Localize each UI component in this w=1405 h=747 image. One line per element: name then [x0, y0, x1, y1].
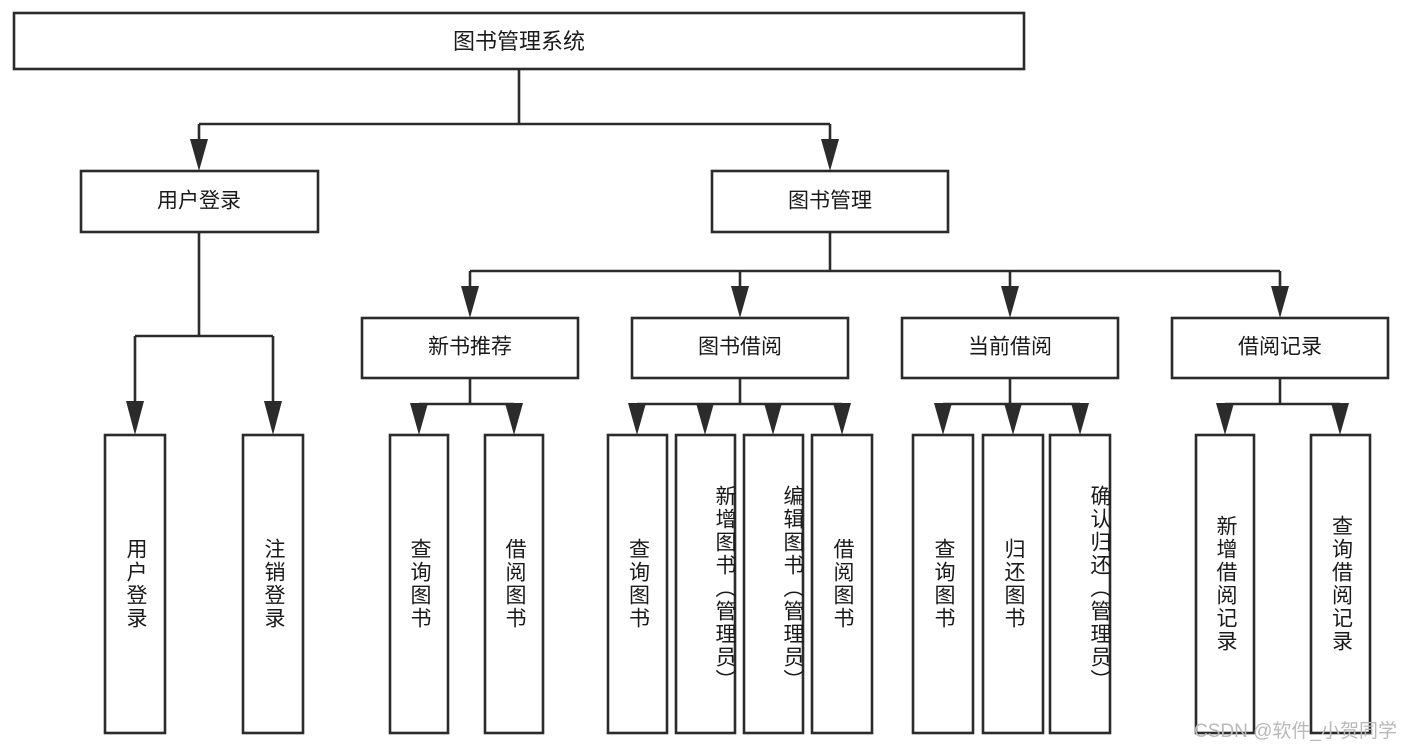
node-book-borrow-label: 图书借阅	[698, 336, 782, 359]
leaf-box-add-book-admin[interactable]	[674, 433, 737, 735]
arrow-cb-leaf-1	[934, 403, 952, 435]
leaf-box-user-login[interactable]	[103, 433, 167, 735]
leaf-boxes	[103, 433, 1372, 735]
node-new-book-recommend-label: 新书推荐	[428, 336, 512, 359]
leaf-box-query-book-cb[interactable]	[911, 433, 975, 735]
connector-group-user-login	[126, 232, 282, 435]
connector-group-book-manage	[461, 232, 1289, 318]
leaf-box-edit-book-admin[interactable]	[742, 433, 805, 735]
leaf-box-borrow-book-bb[interactable]	[810, 433, 874, 735]
arrow-bb-leaf-3	[764, 403, 782, 435]
arrow-nbr-leaf-2	[505, 403, 523, 435]
arrow-bb-leaf-4	[833, 403, 851, 435]
node-book-management-label: 图书管理	[788, 190, 872, 213]
leaf-box-borrow-book-nbr[interactable]	[483, 433, 545, 735]
connector-group-root	[190, 69, 839, 171]
node-borrow-record-box[interactable]	[1170, 316, 1390, 380]
connector-group-book-borrow	[628, 378, 851, 435]
node-current-borrow-box[interactable]	[900, 316, 1120, 380]
arrow-cb-leaf-3	[1071, 403, 1089, 435]
arrow-to-book-borrow	[731, 286, 749, 318]
node-new-book-recommend[interactable]: 新书推荐	[360, 316, 580, 380]
leaf-box-query-borrow-record[interactable]	[1309, 433, 1372, 735]
arrow-to-borrow-record	[1271, 286, 1289, 318]
arrow-br-leaf-1	[1216, 403, 1234, 435]
arrow-bb-leaf-2	[696, 403, 714, 435]
arrow-to-leaf-logout	[264, 401, 282, 435]
node-current-borrow[interactable]: 当前借阅	[900, 316, 1120, 380]
node-new-book-recommend-box[interactable]	[360, 316, 580, 380]
leaf-box-confirm-return-admin[interactable]	[1048, 433, 1112, 735]
leaf-box-add-borrow-record[interactable]	[1194, 433, 1256, 735]
connector-group-current-borrow	[934, 378, 1089, 435]
arrow-to-leaf-user-login	[126, 401, 144, 435]
leaf-box-query-book-nbr[interactable]	[388, 433, 450, 735]
node-book-borrow-box[interactable]	[630, 316, 850, 380]
arrow-br-leaf-2	[1331, 403, 1349, 435]
arrow-to-user-login	[190, 139, 208, 171]
node-current-borrow-label: 当前借阅	[968, 336, 1052, 359]
node-root-box[interactable]	[12, 11, 1026, 71]
connector-group-new-book-rec	[410, 378, 523, 435]
node-root-label: 图书管理系统	[453, 29, 585, 54]
leaf-box-return-book[interactable]	[981, 433, 1045, 735]
leaf-box-query-book-bb[interactable]	[606, 433, 669, 735]
arrow-bb-leaf-1	[628, 403, 646, 435]
node-user-login-box[interactable]	[79, 169, 320, 234]
node-borrow-record[interactable]: 借阅记录	[1170, 316, 1390, 380]
arrow-to-book-manage	[821, 139, 839, 171]
node-book-management[interactable]: 图书管理	[710, 169, 950, 234]
arrow-to-new-book-rec	[461, 286, 479, 318]
node-user-login[interactable]: 用户登录	[79, 169, 320, 234]
arrow-cb-leaf-2	[1004, 403, 1022, 435]
node-borrow-record-label: 借阅记录	[1238, 336, 1322, 359]
csdn-watermark: CSDN @软件_小贺同学	[1194, 721, 1397, 742]
arrow-to-current-borrow	[1001, 286, 1019, 318]
node-book-borrow[interactable]: 图书借阅	[630, 316, 850, 380]
node-root[interactable]: 图书管理系统	[12, 11, 1026, 71]
arrow-nbr-leaf-1	[410, 403, 428, 435]
node-user-login-label: 用户登录	[157, 190, 241, 213]
connector-group-borrow-record	[1216, 378, 1349, 435]
node-book-management-box[interactable]	[710, 169, 950, 234]
leaf-box-logout[interactable]	[241, 433, 305, 735]
